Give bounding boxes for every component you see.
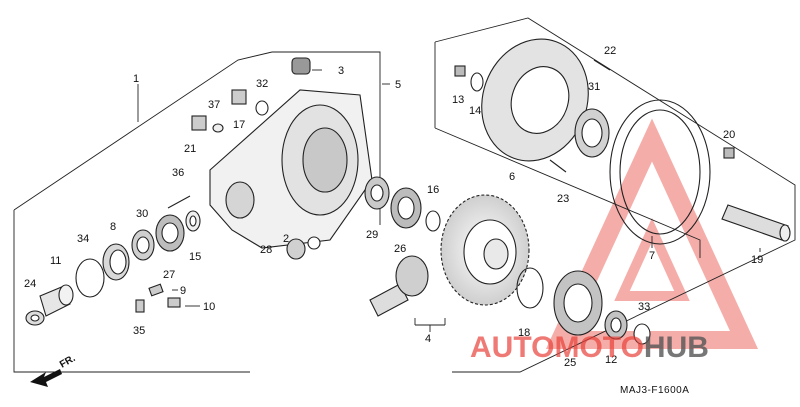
part-6-cover bbox=[481, 38, 589, 162]
part-22-bolt bbox=[593, 59, 611, 71]
part-33-washer bbox=[633, 323, 651, 345]
callout-7: 7 bbox=[649, 250, 655, 262]
part-14-washer bbox=[470, 72, 484, 92]
part-19-pin bbox=[721, 204, 791, 242]
callout-14: 14 bbox=[469, 105, 481, 117]
callout-30: 30 bbox=[136, 208, 148, 220]
callout-27: 27 bbox=[163, 269, 175, 281]
callout-12: 12 bbox=[605, 354, 617, 366]
callout-26: 26 bbox=[394, 243, 406, 255]
callout-4: 4 bbox=[425, 333, 431, 345]
callout-11: 11 bbox=[50, 255, 61, 267]
part-9-bolt bbox=[148, 283, 164, 297]
callout-35: 35 bbox=[133, 325, 145, 337]
part-16-washer bbox=[425, 210, 441, 232]
front-arrow-icon bbox=[30, 369, 62, 387]
part-15-washer bbox=[185, 210, 201, 232]
watermark-text: AUTOMOTOHUB bbox=[470, 331, 709, 364]
callout-36: 36 bbox=[172, 167, 184, 179]
watermark-part2: OTO bbox=[579, 331, 643, 364]
callout-23: 23 bbox=[557, 193, 569, 205]
part-3-cap bbox=[291, 57, 311, 75]
part-12-bearing bbox=[604, 310, 628, 340]
part-11-sleeve bbox=[39, 284, 74, 317]
callout-37: 37 bbox=[208, 99, 220, 111]
callout-13: 13 bbox=[452, 94, 464, 106]
callout-17: 17 bbox=[233, 119, 245, 131]
callout-24: 24 bbox=[24, 278, 36, 290]
part-8-collar bbox=[102, 243, 130, 281]
part-28-needle-bearing bbox=[286, 238, 306, 260]
part-21-plug bbox=[191, 115, 207, 131]
callout-20: 20 bbox=[723, 129, 735, 141]
watermark-part3: HUB bbox=[644, 331, 709, 364]
callout-25: 25 bbox=[564, 357, 576, 369]
callout-9: 9 bbox=[180, 285, 186, 297]
callout-16: 16 bbox=[427, 184, 439, 196]
part-20-bolt bbox=[723, 147, 735, 159]
part-2-o-ring bbox=[307, 236, 321, 250]
part-7-ring bbox=[609, 99, 711, 245]
callout-34: 34 bbox=[77, 233, 89, 245]
part-23-bolt bbox=[549, 159, 567, 173]
part-4-pinion-gear bbox=[369, 255, 429, 317]
part-34-circlip bbox=[75, 258, 105, 298]
part-32-washer bbox=[255, 100, 269, 116]
callout-8: 8 bbox=[110, 221, 116, 233]
callout-3: 3 bbox=[338, 65, 344, 77]
leader-lines bbox=[137, 69, 761, 332]
part-10-bolt bbox=[167, 297, 181, 308]
part-18-circlip bbox=[516, 267, 544, 309]
assembly-frame bbox=[13, 17, 796, 373]
callout-22: 22 bbox=[604, 45, 616, 57]
callout-15: 15 bbox=[189, 251, 201, 263]
callout-31: 31 bbox=[588, 81, 600, 93]
callout-29: 29 bbox=[366, 229, 378, 241]
part-24-oil-seal bbox=[25, 310, 45, 326]
part-27-bearing bbox=[155, 214, 185, 252]
callout-21: 21 bbox=[184, 143, 196, 155]
part-29-bearing bbox=[364, 176, 390, 210]
callout-18: 18 bbox=[518, 327, 530, 339]
callout-28: 28 bbox=[260, 244, 272, 256]
callout-19: 19 bbox=[751, 254, 763, 266]
part-5-gear-case bbox=[209, 89, 373, 249]
diagram-code: MAJ3-F1600A bbox=[620, 385, 689, 396]
front-arrow-label: FR. bbox=[58, 353, 78, 371]
callout-6: 6 bbox=[509, 171, 515, 183]
callout-10: 10 bbox=[203, 301, 215, 313]
callout-1: 1 bbox=[133, 73, 139, 85]
part-13-bolt bbox=[454, 65, 466, 77]
part-4-ring-gear bbox=[440, 194, 530, 306]
callout-32: 32 bbox=[256, 78, 268, 90]
callout-5: 5 bbox=[395, 79, 401, 91]
part-25-bearing bbox=[553, 270, 603, 336]
part-17-plug bbox=[231, 89, 247, 105]
watermark-triangle bbox=[545, 118, 759, 349]
part-36-stud-bolt bbox=[167, 195, 191, 209]
part-26-bearing bbox=[390, 187, 422, 229]
callout-2: 2 bbox=[283, 233, 289, 245]
part-35-bolt bbox=[135, 299, 145, 313]
part-30-seal bbox=[131, 229, 155, 261]
part-31-seal bbox=[574, 108, 610, 158]
callout-labels: 1 2 3 4 5 6 7 8 9 10 11 12 13 14 15 16 1… bbox=[24, 45, 763, 369]
part-37-washer bbox=[212, 123, 224, 133]
callout-33: 33 bbox=[638, 301, 650, 313]
watermark-part1: AUTOM bbox=[470, 331, 579, 364]
